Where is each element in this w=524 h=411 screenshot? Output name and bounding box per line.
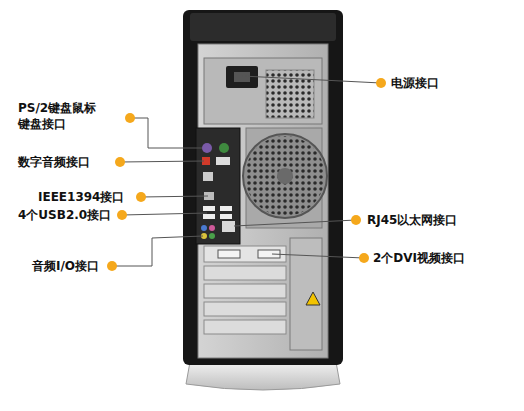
case-top xyxy=(190,13,336,41)
io-shield xyxy=(196,128,240,244)
callout-label: 4个USB2.0接口 xyxy=(18,207,120,223)
callout-label: IEEE1394接口 xyxy=(38,189,138,205)
callout-label: 音频I/O接口 xyxy=(32,258,112,274)
leader-line xyxy=(141,196,208,197)
callout-dots xyxy=(107,78,386,271)
audio-jack xyxy=(201,225,207,231)
callout-dot xyxy=(125,113,135,123)
callout-label: 数字音频接口 xyxy=(18,154,116,170)
dvi-port xyxy=(218,250,240,258)
leader-line xyxy=(122,213,207,215)
callout-dot xyxy=(359,253,369,263)
callout-dot xyxy=(107,261,117,271)
expansion-slot xyxy=(204,284,286,298)
fan-grill xyxy=(245,136,325,216)
usb-port xyxy=(220,206,232,211)
expansion-slot xyxy=(204,320,286,334)
leader-line xyxy=(130,118,202,148)
audio-jack xyxy=(209,233,215,239)
callout-label: RJ45以太网接口 xyxy=(367,212,507,228)
case-base xyxy=(186,362,340,390)
warning-symbol xyxy=(306,292,320,305)
usb-port xyxy=(203,214,215,219)
leader-line xyxy=(242,76,381,83)
fan-ring xyxy=(243,134,327,218)
serial-port xyxy=(203,172,213,181)
callout-dot xyxy=(376,78,386,88)
ps2-port xyxy=(219,143,229,153)
ps2-port xyxy=(202,143,212,153)
case-shell xyxy=(183,10,343,365)
socket-pins xyxy=(234,72,250,82)
expansion-slot xyxy=(204,302,286,316)
leader-lines xyxy=(112,76,381,266)
callout-dot xyxy=(351,215,361,225)
expansion-slot xyxy=(204,266,286,280)
callout-dot xyxy=(115,157,125,167)
callout-label: PS/2键盘鼠标 键盘接口 xyxy=(18,100,108,132)
spdif-port xyxy=(216,157,230,165)
callout-dot xyxy=(136,192,146,202)
callout-label: 2个DVI视频接口 xyxy=(373,250,513,266)
leader-line xyxy=(120,161,204,162)
power-supply xyxy=(204,58,322,124)
leader-line xyxy=(234,220,356,226)
ethernet-port xyxy=(222,221,235,232)
leader-line xyxy=(272,254,364,258)
callout-dot xyxy=(117,210,127,220)
leader-line xyxy=(112,236,203,266)
fan-hub xyxy=(277,168,293,184)
audio-jack xyxy=(209,225,215,231)
usb-port xyxy=(220,214,232,219)
callout-label: 电源接口 xyxy=(391,75,501,91)
usb-port xyxy=(203,206,215,211)
